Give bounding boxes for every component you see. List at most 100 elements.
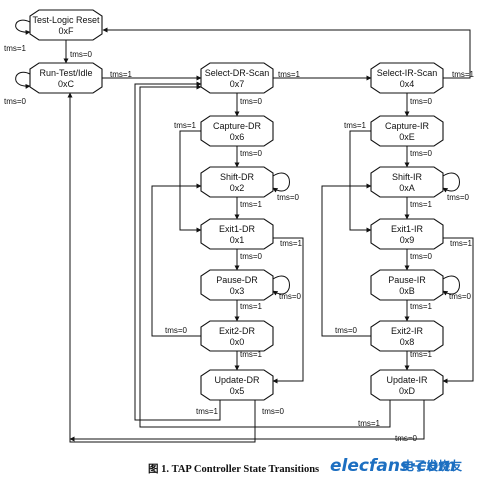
label-tlr-rti: tms=0 xyxy=(70,50,93,59)
figure-caption: 图 1. TAP Controller State Transitions xyxy=(148,463,319,475)
state-tlr-code: 0xF xyxy=(58,26,74,36)
edge-udr-sdr xyxy=(134,81,221,421)
state-pir-name: Pause-IR xyxy=(388,275,426,285)
state-shir-shape xyxy=(370,166,444,198)
transition-labels: tms=1 tms=0 tms=0 tms=1 tms=1 tms=1 tms=0 tms=0… xyxy=(4,44,475,443)
state-pdr-shape xyxy=(200,269,274,301)
edge-pir-self xyxy=(442,275,460,296)
state-uir-name: Update-IR xyxy=(386,375,428,385)
label-shdr-self: tms=0 xyxy=(277,193,300,202)
label-pdr-e2dr: tms=1 xyxy=(240,302,263,311)
label-cdr-e1dr: tms=1 xyxy=(174,121,197,130)
state-e2ir-code: 0x8 xyxy=(400,337,415,347)
edge-e1dr-udr xyxy=(272,237,304,384)
state-cir-name: Capture-IR xyxy=(385,121,430,131)
edge-tlr-self xyxy=(15,19,31,35)
state-e1ir-name: Exit1-IR xyxy=(391,224,424,234)
watermark-site: elecfans·com xyxy=(330,456,456,476)
label-sir-cir: tms=0 xyxy=(410,97,433,106)
watermark-cn: 电子发烧友 xyxy=(402,458,462,473)
state-sdr-name: Select-DR-Scan xyxy=(205,68,270,78)
state-tlr-name: Test-Logic Reset xyxy=(32,15,100,25)
transition-edges xyxy=(15,19,474,443)
label-udr-sdr: tms=1 xyxy=(196,407,219,416)
state-udr-shape xyxy=(200,369,274,401)
state-shdr-shape xyxy=(200,166,274,198)
state-e1ir-code: 0x9 xyxy=(400,235,415,245)
state-uir-code: 0xD xyxy=(399,386,416,396)
label-pir-self: tms=0 xyxy=(449,292,472,301)
edge-rti-self xyxy=(15,71,31,89)
edge-e1ir-uir xyxy=(442,237,474,384)
state-shdr-code: 0x2 xyxy=(230,183,245,193)
edge-uir-rti xyxy=(69,400,425,442)
state-sir-shape xyxy=(370,62,444,94)
state-shir-name: Shift-IR xyxy=(392,172,423,182)
edge-sir-tlr xyxy=(102,27,471,79)
state-pdr-code: 0x3 xyxy=(230,286,245,296)
label-e1dr-udr: tms=1 xyxy=(280,239,303,248)
edge-e2dr-shdr xyxy=(151,183,202,337)
label-cdr-shdr: tms=0 xyxy=(240,149,263,158)
label-e2dr-udr: tms=1 xyxy=(240,350,263,359)
state-tlr-shape xyxy=(29,9,103,41)
state-shir-code: 0xA xyxy=(399,183,415,193)
edge-shdr-self xyxy=(272,172,290,193)
edge-e2ir-shir xyxy=(321,183,372,337)
state-sdr-code: 0x7 xyxy=(230,79,245,89)
label-rti-self: tms=0 xyxy=(4,97,27,106)
edge-cdr-e1dr xyxy=(179,130,202,233)
label-e2dr-shdr: tms=0 xyxy=(165,326,188,335)
state-cir-shape xyxy=(370,115,444,147)
state-e2dr-name: Exit2-DR xyxy=(219,326,256,336)
label-sir-tlr: tms=1 xyxy=(452,70,475,79)
state-e1ir-shape xyxy=(370,218,444,250)
state-sir-name: Select-IR-Scan xyxy=(377,68,438,78)
label-uir-rti: tms=0 xyxy=(395,434,418,443)
label-shir-self: tms=0 xyxy=(447,193,470,202)
label-sdr-sir: tms=1 xyxy=(278,70,301,79)
state-e2dr-code: 0x0 xyxy=(230,337,245,347)
state-udr-name: Update-DR xyxy=(214,375,260,385)
edge-uir-sdr xyxy=(139,84,391,428)
edge-pdr-self xyxy=(272,275,290,296)
label-e1ir-pir: tms=0 xyxy=(410,252,433,261)
edge-udr-rti xyxy=(67,92,256,443)
state-e1dr-name: Exit1-DR xyxy=(219,224,256,234)
state-rti-shape xyxy=(29,62,103,94)
label-e1ir-uir: tms=1 xyxy=(450,239,473,248)
label-tlr-self: tms=1 xyxy=(4,44,27,53)
label-shir-e1ir: tms=1 xyxy=(410,200,433,209)
state-pir-shape xyxy=(370,269,444,301)
label-cir-shir: tms=0 xyxy=(410,149,433,158)
state-nodes: Test-Logic Reset0xFRun-Test/Idle0xCSelec… xyxy=(29,9,444,401)
state-e1dr-shape xyxy=(200,218,274,250)
state-shdr-name: Shift-DR xyxy=(220,172,255,182)
state-e1dr-code: 0x1 xyxy=(230,235,245,245)
state-sdr-shape xyxy=(200,62,274,94)
edge-shir-self xyxy=(442,172,460,193)
state-cir-code: 0xE xyxy=(399,132,415,142)
state-pir-code: 0xB xyxy=(399,286,415,296)
label-udr-rti: tms=0 xyxy=(262,407,285,416)
state-e2ir-shape xyxy=(370,320,444,352)
label-sdr-cdr: tms=0 xyxy=(240,97,263,106)
state-e2dr-shape xyxy=(200,320,274,352)
label-rti-sdr: tms=1 xyxy=(110,70,133,79)
state-sir-code: 0x4 xyxy=(400,79,415,89)
